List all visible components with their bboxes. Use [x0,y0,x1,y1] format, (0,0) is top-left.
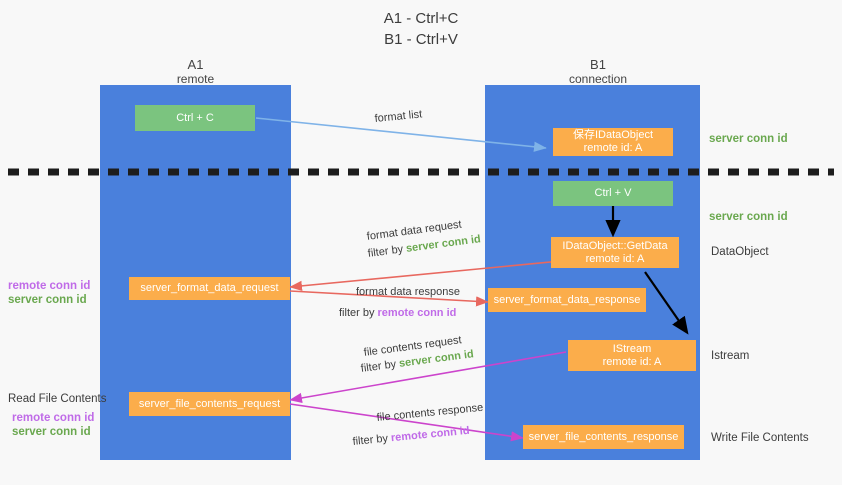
column-header-a1: A1 remote [118,57,273,87]
box-getdata-id: remote id: A [585,252,645,265]
filter-key-remote-conn-id: remote conn id [390,424,471,445]
column-b1-name: B1 [590,57,606,72]
column-a1-name: A1 [187,57,204,72]
filter-prefix: filter by [367,242,407,260]
box-istream-title: IStream [612,342,652,355]
box-ctrl-v[interactable]: Ctrl + V [553,181,673,206]
box-idataobject-save[interactable]: 保存IDataObject remote id: A [553,128,673,156]
left-label-server-conn-id-1: server conn id [8,294,87,306]
right-label-server-conn-id-1: server conn id [709,133,788,145]
left-label-remote-conn-id-2: remote conn id [12,412,95,424]
right-label-dataobject: DataObject [711,246,769,258]
right-label-istream: Istream [711,350,750,362]
column-b1-sub: connection [568,72,628,86]
left-label-server-conn-id-2: server conn id [12,426,91,438]
right-label-server-conn-id-2: server conn id [709,211,788,223]
column-a1-sub: remote [176,72,215,86]
right-label-write-file-contents: Write File Contents [711,432,809,444]
arrow-label-file-contents-response-filter: filter by remote conn id [352,424,470,449]
box-server-file-contents-response[interactable]: server_file_contents_response [523,425,684,449]
title-line-1: A1 - Ctrl+C [383,10,459,27]
title-line-2: B1 - Ctrl+V [384,31,458,48]
left-label-remote-conn-id-1: remote conn id [8,280,91,292]
box-server-file-contents-request[interactable]: server_file_contents_request [129,392,290,416]
arrow-label-format-data-response-filter: filter by remote conn id [339,306,456,320]
left-label-read-file-contents: Read File Contents [8,393,107,405]
box-idataobject-save-title: 保存IDataObject [572,129,654,141]
diagram-title: A1 - Ctrl+C B1 - Ctrl+V [0,8,842,50]
box-istream[interactable]: IStream remote id: A [568,340,696,371]
column-header-b1: B1 connection [518,57,678,87]
box-idataobject-save-id: remote id: A [583,142,643,154]
box-server-format-data-request[interactable]: server_format_data_request [129,277,290,300]
box-ctrl-c[interactable]: Ctrl + C [135,105,255,131]
filter-prefix: filter by [360,357,400,375]
box-istream-id: remote id: A [602,355,662,368]
arrow-label-file-contents-response: file contents response [376,401,484,424]
filter-prefix: filter by [339,307,378,319]
filter-key-remote-conn-id: remote conn id [377,307,457,319]
filter-prefix: filter by [352,432,392,448]
box-idataobject-getdata[interactable]: IDataObject::GetData remote id: A [551,237,679,268]
box-getdata-title: IDataObject::GetData [562,239,668,252]
arrow-label-format-list: format list [374,108,423,125]
box-server-format-data-response[interactable]: server_format_data_response [488,288,646,312]
arrow-label-format-data-response: format data response [356,286,460,298]
